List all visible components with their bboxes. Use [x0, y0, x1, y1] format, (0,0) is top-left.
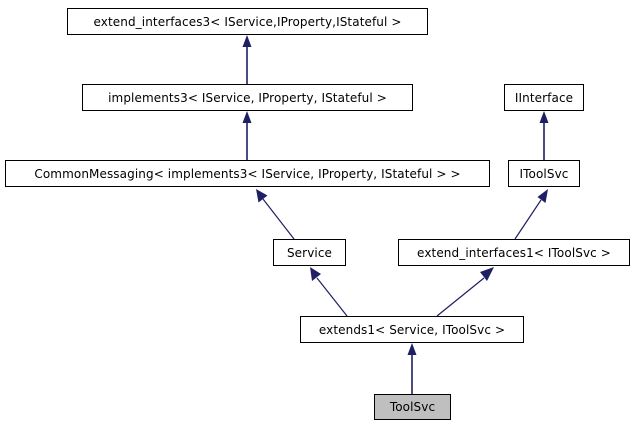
- edge-extends1-to-service: [310, 267, 348, 317]
- node-extend-interfaces1[interactable]: extend_interfaces1< IToolSvc >: [398, 239, 630, 266]
- node-label: CommonMessaging< implements3< IService, …: [34, 166, 461, 181]
- node-label: extends1< Service, IToolSvc >: [318, 322, 506, 337]
- node-label: IToolSvc: [519, 166, 569, 181]
- edge-service-to-commonmessaging: [256, 189, 295, 240]
- node-label: extend_interfaces3< IService,IProperty,I…: [93, 14, 402, 29]
- node-toolsvc[interactable]: ToolSvc: [374, 394, 451, 420]
- node-itoolsvc[interactable]: IToolSvc: [508, 160, 580, 187]
- node-extend-interfaces3[interactable]: extend_interfaces3< IService,IProperty,I…: [67, 8, 428, 35]
- edge-extend-interfaces1-to-itoolsvc: [514, 189, 548, 240]
- node-label: implements3< IService, IProperty, IState…: [108, 90, 387, 105]
- edge-commonmessaging-to-implements3: [242, 111, 252, 160]
- node-commonmessaging[interactable]: CommonMessaging< implements3< IService, …: [5, 160, 490, 187]
- edge-extends1-to-extend-interfaces1: [436, 267, 494, 317]
- node-label: Service: [286, 245, 333, 260]
- edge-implements3-to-extend-interfaces3: [242, 35, 252, 84]
- node-label: ToolSvc: [389, 400, 436, 414]
- node-service[interactable]: Service: [273, 239, 346, 266]
- edge-toolsvc-to-extends1: [407, 343, 417, 394]
- edge-itoolsvc-to-iinterface: [539, 111, 549, 160]
- node-iinterface[interactable]: IInterface: [504, 84, 584, 111]
- node-label: extend_interfaces1< IToolSvc >: [417, 245, 611, 260]
- node-implements3[interactable]: implements3< IService, IProperty, IState…: [82, 84, 413, 111]
- node-label: IInterface: [514, 90, 574, 105]
- node-extends1[interactable]: extends1< Service, IToolSvc >: [300, 316, 524, 343]
